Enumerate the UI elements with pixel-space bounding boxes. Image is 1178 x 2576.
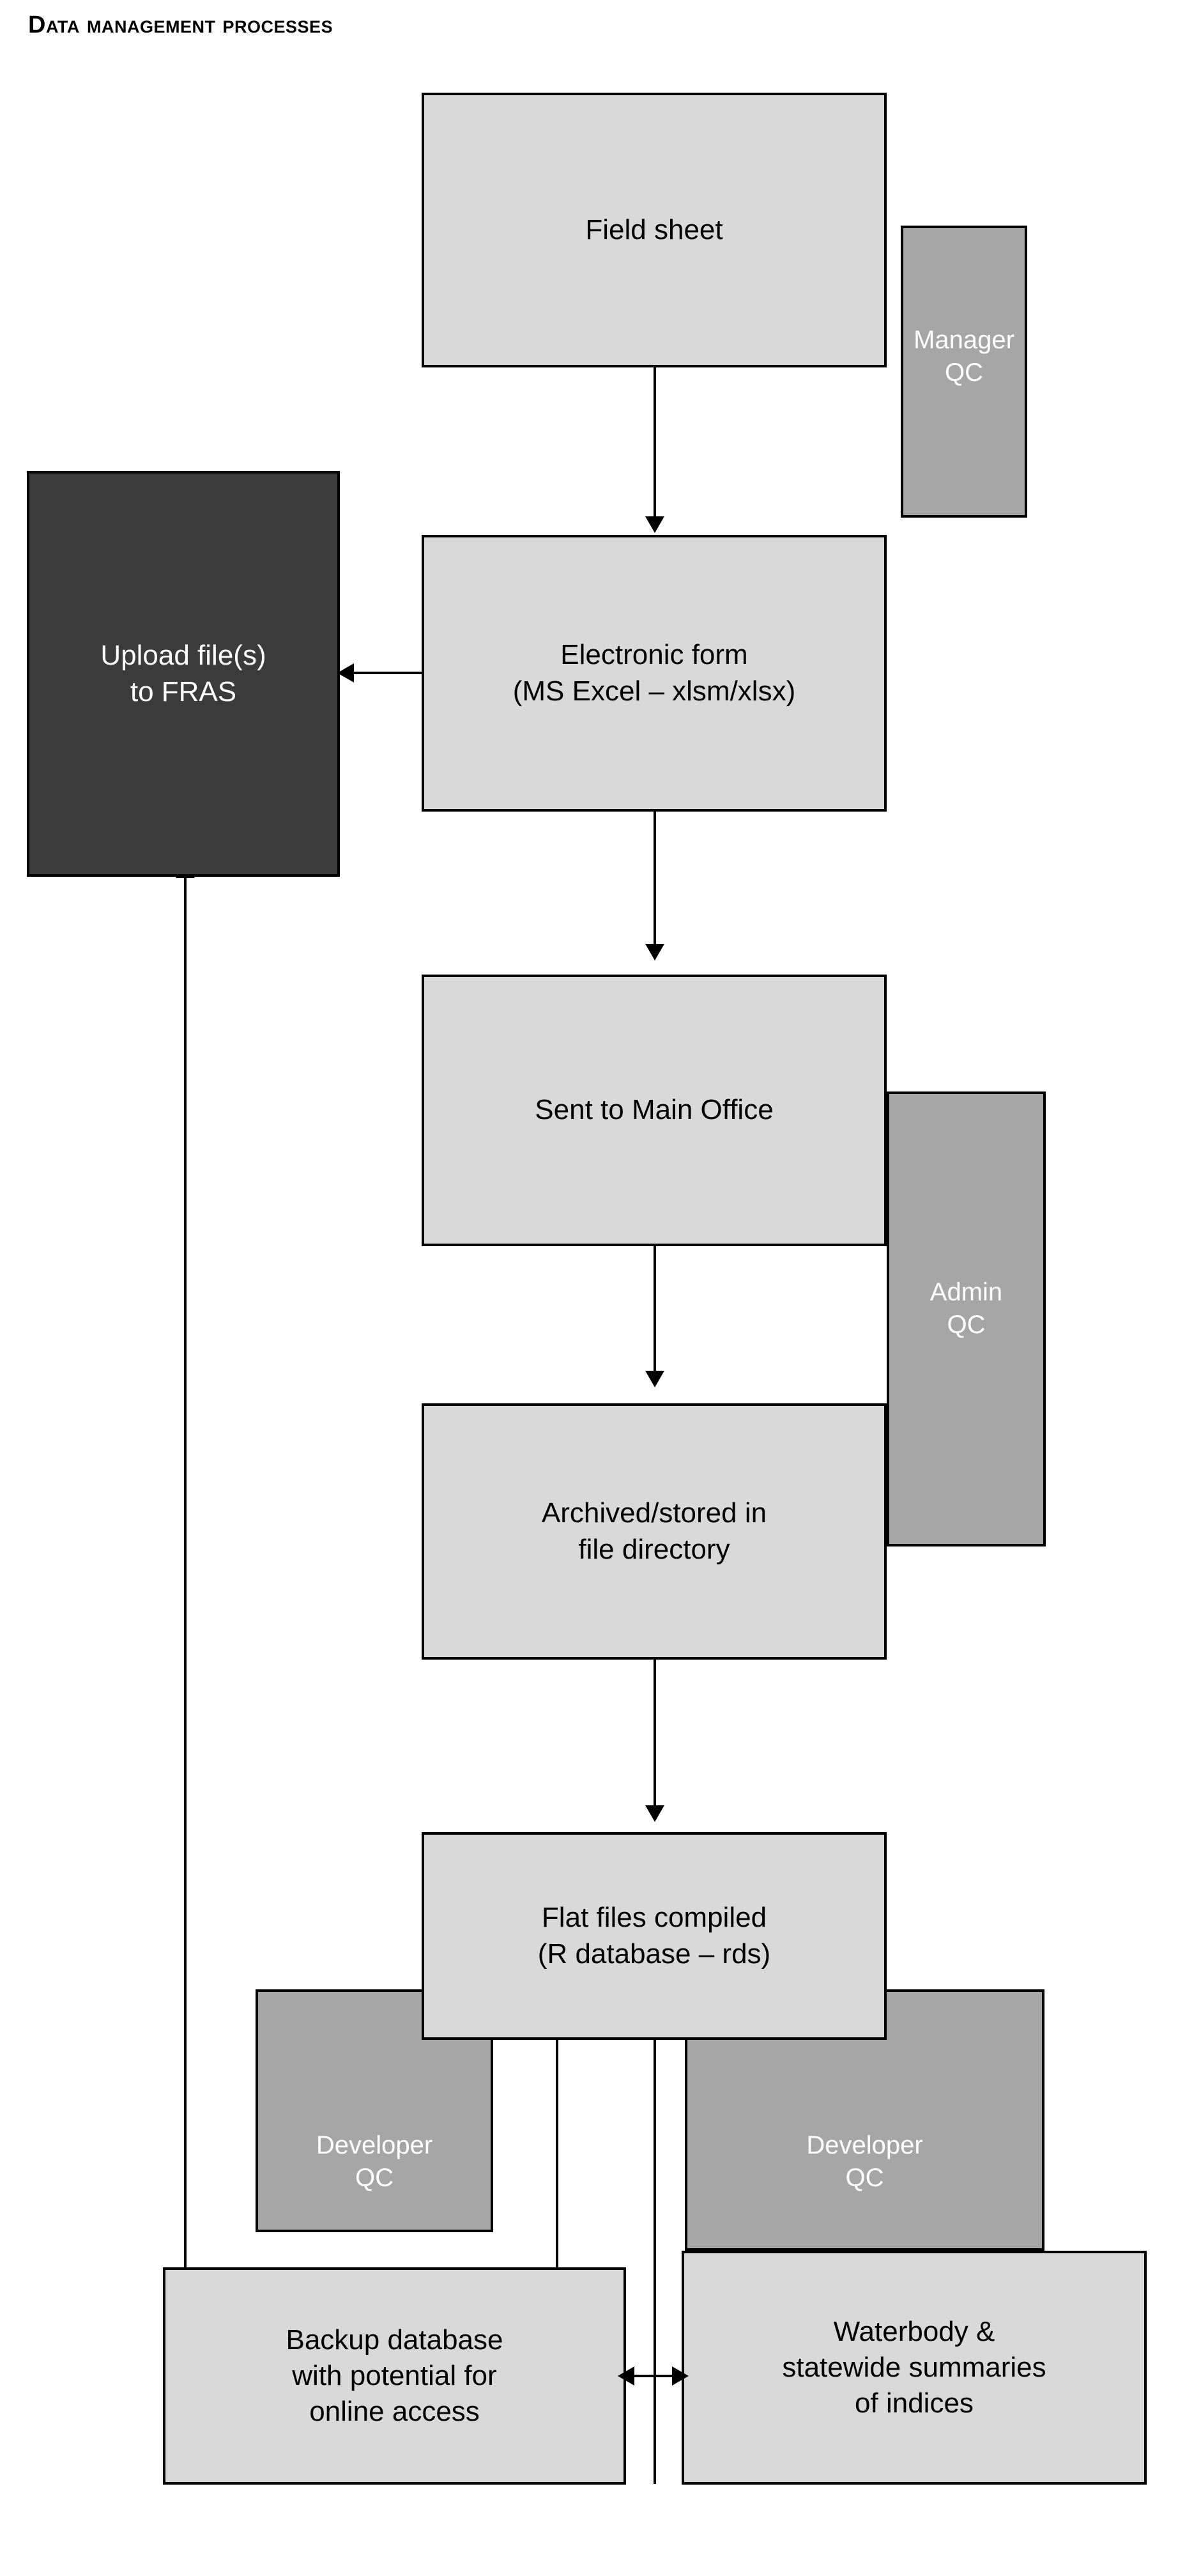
node-waterbody-summaries-line3: of indices xyxy=(855,2387,974,2419)
connector-archive-to-flatfiles xyxy=(654,1660,656,1808)
node-archived-stored-line2: file directory xyxy=(578,1533,730,1565)
node-flat-files[interactable]: Flat files compiled (R database – rds) xyxy=(422,1832,887,2040)
node-archived-stored[interactable]: Archived/stored in file directory xyxy=(422,1403,887,1660)
connector-backup-to-fras xyxy=(184,877,187,2270)
connector-backup-waterbody xyxy=(626,2375,684,2377)
node-upload-fras-line2: to FRAS xyxy=(130,675,237,707)
arrow-office-to-archive xyxy=(645,1371,664,1387)
node-upload-fras[interactable]: Upload file(s) to FRAS xyxy=(27,471,340,877)
qc-band-manager-line2: QC xyxy=(945,359,983,387)
connector-flatfiles-to-backup xyxy=(556,2040,558,2270)
node-electronic-form-line2: (MS Excel – xlsm/xlsx) xyxy=(512,675,796,707)
qc-band-developer-left-line1: Developer xyxy=(316,2131,433,2159)
node-archived-stored-line1: Archived/stored in xyxy=(541,1497,767,1529)
node-sent-main-office-label: Sent to Main Office xyxy=(535,1094,774,1126)
node-backup-database-line3: online access xyxy=(309,2396,480,2428)
qc-band-manager-line1: Manager xyxy=(914,326,1014,354)
node-waterbody-summaries-line1: Waterbody & xyxy=(833,2315,995,2347)
connector-flatfiles-to-waterbody xyxy=(654,2040,656,2484)
arrow-form-to-upload xyxy=(337,663,354,683)
node-upload-fras-line1: Upload file(s) xyxy=(100,640,266,672)
qc-band-admin-line2: QC xyxy=(947,1311,986,1339)
qc-band-developer-left-line2: QC xyxy=(355,2164,394,2193)
connector-office-to-archive xyxy=(654,1246,656,1374)
qc-band-developer-right-line1: Developer xyxy=(806,2131,923,2159)
node-backup-database-line1: Backup database xyxy=(286,2324,503,2356)
node-flat-files-line1: Flat files compiled xyxy=(541,1902,767,1934)
node-field-sheet[interactable]: Field sheet xyxy=(422,93,887,367)
qc-band-admin-line1: Admin xyxy=(929,1278,1003,1306)
qc-band-admin: Admin QC xyxy=(887,1091,1046,1546)
node-electronic-form[interactable]: Electronic form (MS Excel – xlsm/xlsx) xyxy=(422,535,887,812)
arrow-backup-to-waterbody xyxy=(672,2366,689,2386)
node-flat-files-line2: (R database – rds) xyxy=(537,1938,771,1970)
connector-field-to-form xyxy=(654,367,656,518)
qc-band-developer-right-line2: QC xyxy=(845,2164,884,2193)
node-field-sheet-label: Field sheet xyxy=(585,213,723,245)
arrow-waterbody-to-backup xyxy=(618,2366,634,2386)
page-title: Data management processes xyxy=(28,12,333,38)
node-waterbody-summaries-line2: statewide summaries xyxy=(782,2351,1046,2383)
arrow-form-to-office xyxy=(645,944,664,960)
qc-band-manager: Manager QC xyxy=(901,226,1027,518)
node-backup-database-line2: with potential for xyxy=(292,2359,497,2391)
node-electronic-form-line1: Electronic form xyxy=(560,639,748,671)
node-waterbody-summaries[interactable]: Waterbody & statewide summaries of indic… xyxy=(682,2251,1147,2485)
node-backup-database[interactable]: Backup database with potential for onlin… xyxy=(163,2267,626,2485)
arrow-field-to-form xyxy=(645,516,664,533)
connector-form-to-office xyxy=(654,812,656,946)
connector-form-to-upload xyxy=(348,672,423,674)
arrow-archive-to-flatfiles xyxy=(645,1805,664,1822)
node-sent-main-office[interactable]: Sent to Main Office xyxy=(422,975,887,1246)
